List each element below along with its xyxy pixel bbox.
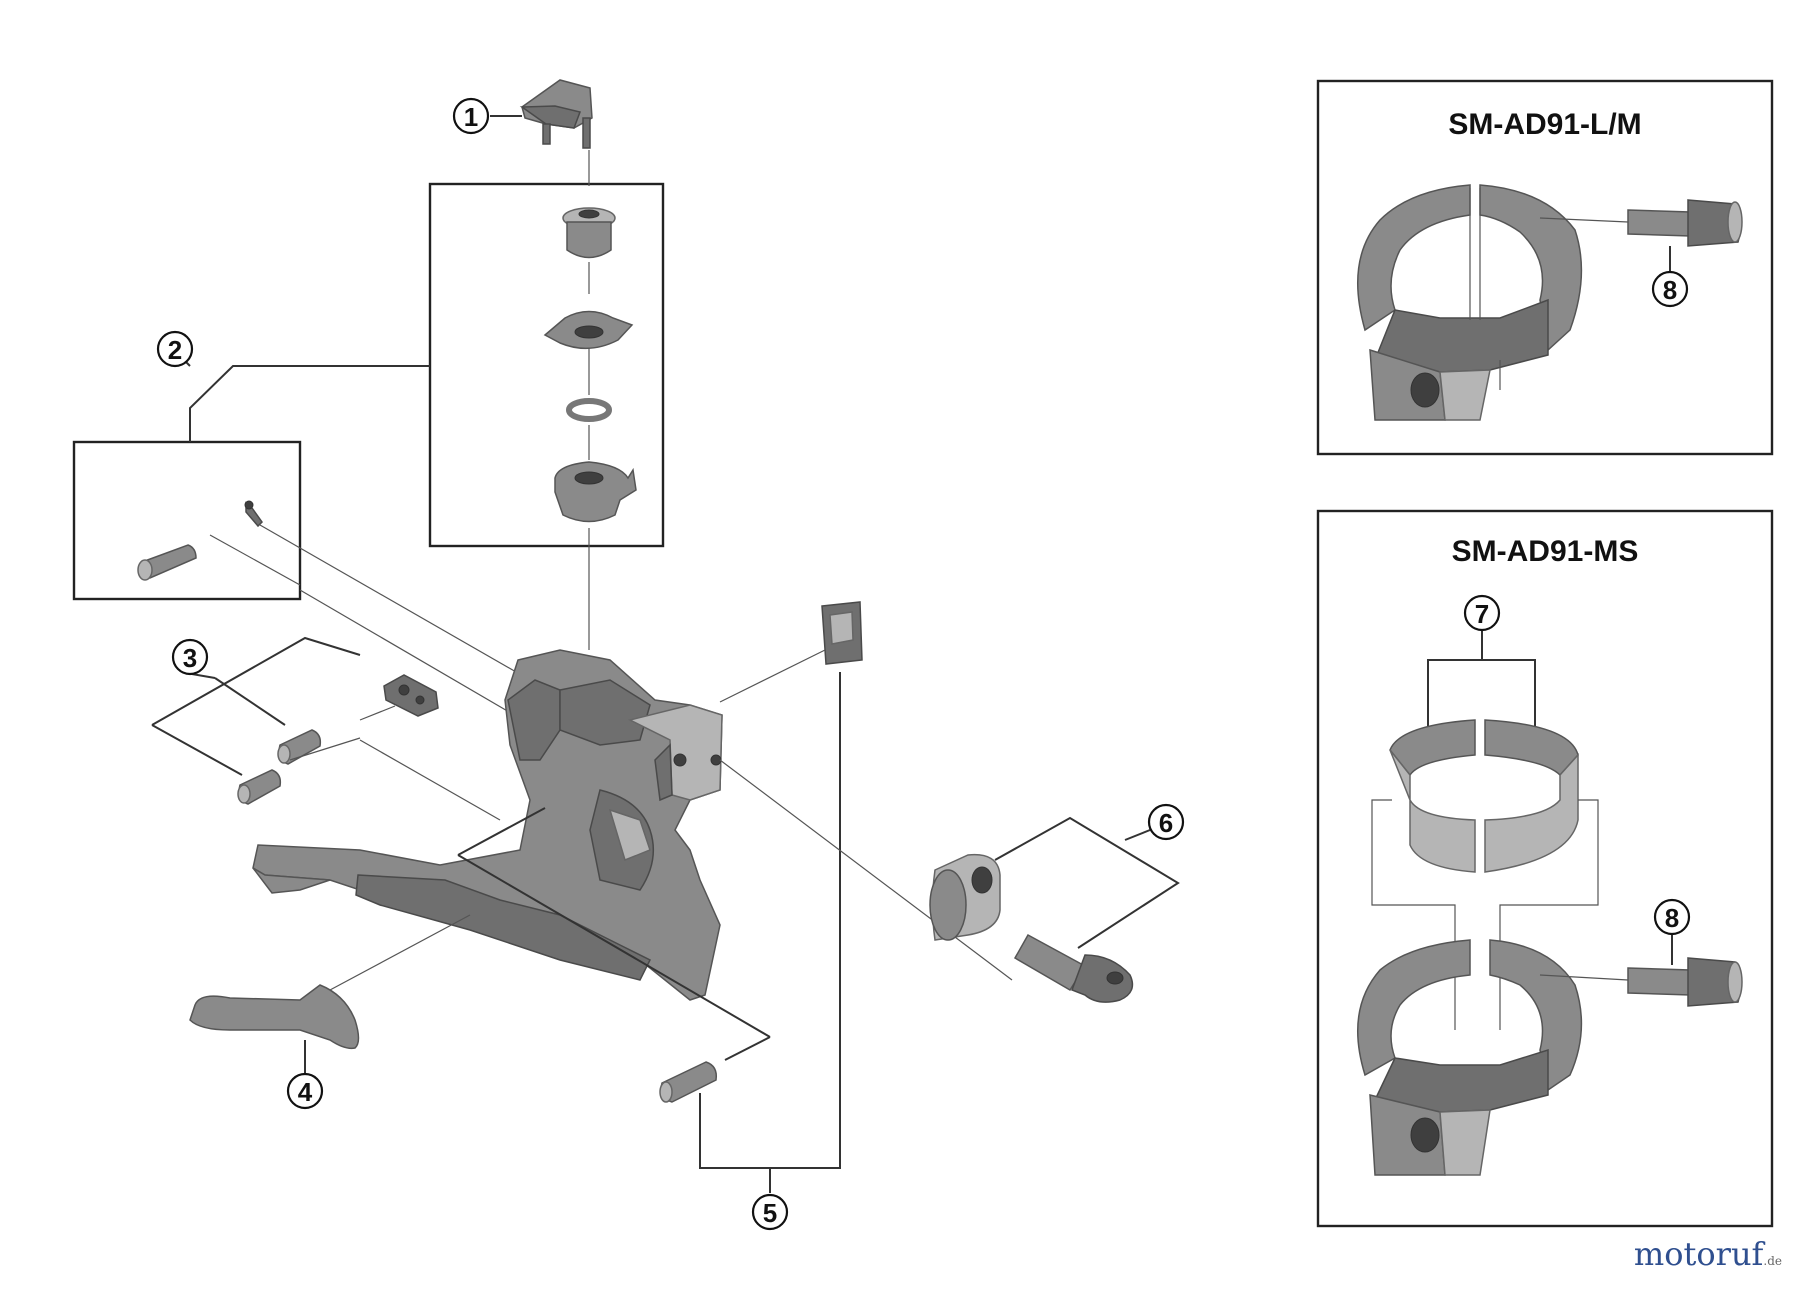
callout-4: 4 <box>286 1072 324 1110</box>
part-cap <box>519 79 593 149</box>
callout-number: 1 <box>464 102 478 132</box>
callout-1: 1 <box>452 97 522 135</box>
part-adjuster-nut <box>554 461 637 523</box>
callout-number: 7 <box>1475 599 1489 629</box>
callout-number: 3 <box>183 643 197 673</box>
part-derailleur-body <box>252 649 723 1001</box>
part-bushing <box>562 207 616 259</box>
part-cable-bolt <box>137 544 197 581</box>
part-clamp-bolt <box>1013 933 1134 1003</box>
inset-sm-ad91-lm: SM-AD91-L/M <box>1316 79 1774 456</box>
callout-2: 2 <box>156 330 194 368</box>
part-o-ring <box>566 398 612 422</box>
part-cable-pin <box>244 500 263 528</box>
watermark-suffix: .de <box>1763 1254 1782 1268</box>
inset-title: SM-AD91-L/M <box>1448 108 1641 141</box>
callout-3: 3 <box>171 638 209 676</box>
part-winged-washer <box>543 310 634 349</box>
cable-bolt-box <box>72 440 302 601</box>
callout-8-upper: 8 <box>1651 270 1689 308</box>
part-guide-plate <box>189 984 360 1050</box>
part-band-clamp <box>1356 184 1583 421</box>
callout-8-lower: 8 <box>1653 898 1691 936</box>
part-fixing-bolt-1 <box>277 729 322 765</box>
watermark-brand: motoruf <box>1633 1235 1764 1273</box>
part-shim-ring <box>1389 719 1579 873</box>
callout-5: 5 <box>751 1193 789 1231</box>
callout-6: 6 <box>1147 803 1185 841</box>
part-band-clamp-ms <box>1356 939 1583 1176</box>
inset-sm-ad91-ms: SM-AD91-MS <box>1316 509 1774 1228</box>
part-fixing-bolt-2 <box>237 769 282 805</box>
callout-number: 8 <box>1665 903 1679 933</box>
callout-number: 4 <box>298 1077 313 1107</box>
part-spacer <box>929 853 1001 941</box>
callout-number: 6 <box>1159 808 1173 838</box>
callout-number: 5 <box>763 1198 777 1228</box>
callout-number: 2 <box>168 335 182 365</box>
callout-number: 8 <box>1663 275 1677 305</box>
inset-title: SM-AD91-MS <box>1452 535 1639 568</box>
part-band-bolt <box>1627 199 1743 247</box>
part-pin <box>659 1061 718 1103</box>
watermark-logo: motoruf.de <box>1634 1235 1782 1273</box>
front-derailleur-assembly <box>72 79 1180 1193</box>
callout-7: 7 <box>1463 594 1501 632</box>
part-fixing-plate <box>383 674 439 717</box>
part-adjust-plate <box>821 601 863 665</box>
part-band-bolt-ms <box>1627 957 1743 1007</box>
